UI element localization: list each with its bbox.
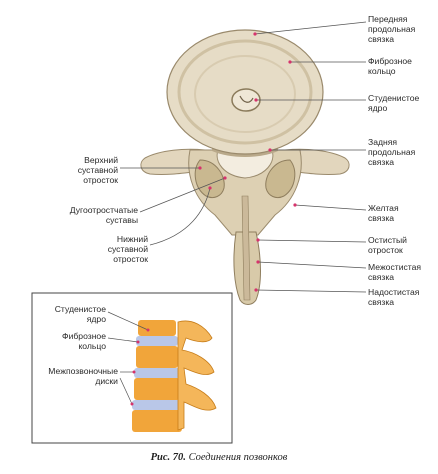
vertebral-canal — [216, 149, 274, 179]
label-supraspinous-ligament: Надостистая связка — [368, 287, 420, 307]
label-superior-process: Верхний суставной отросток — [77, 155, 118, 185]
annulus-ring — [177, 39, 313, 145]
marker-dots — [198, 32, 297, 292]
label-posterior-ligament: Задняя продольная связка — [368, 137, 416, 167]
left-articular-process — [194, 159, 225, 199]
annulus-ring-inner — [194, 55, 296, 133]
inset-vertebra-top — [138, 320, 176, 336]
inset-panel — [31, 292, 233, 444]
inset-label-annulus: Фиброзное кольцо — [62, 331, 106, 351]
vertebra-illustration — [140, 29, 350, 305]
nucleus-detail — [239, 95, 254, 103]
label-interspinous-ligament: Межостистая связка — [368, 262, 422, 282]
inset-vertebra-low — [134, 378, 180, 400]
ligament-strip — [241, 195, 251, 301]
label-inferior-process: Нижний суставной отросток — [107, 234, 148, 264]
main-leader-lines — [120, 21, 367, 293]
caption-title: Соединения позвонков — [188, 452, 288, 463]
label-facet-joints: Дугоотростчатые суставы — [69, 205, 138, 225]
label-yellow-ligament: Желтая связка — [368, 203, 399, 223]
inset-vertebra-mid — [136, 346, 178, 368]
inset-vertebra-base — [132, 410, 182, 432]
label-nucleus: Студенистое ядро — [368, 93, 420, 113]
inset-processes — [177, 320, 217, 431]
inset-disc-low — [132, 400, 182, 410]
inset-disc-top — [136, 336, 178, 346]
label-anterior-ligament: Передняя продольная связка — [368, 14, 416, 44]
label-annulus: Фиброзное кольцо — [368, 56, 412, 76]
label-spinous-process: Остистый отросток — [368, 235, 407, 255]
figure-caption: Рис. 70. Соединения позвонков — [0, 452, 438, 463]
posterior-ligament-band — [212, 146, 278, 157]
inset-label-discs: Межпозвоночные диски — [48, 366, 118, 386]
inset-label-nucleus: Студенистое ядро — [54, 304, 106, 324]
caption-number: Рис. 70. — [150, 452, 186, 463]
right-articular-process — [265, 159, 296, 199]
inset-disc-mid — [134, 368, 180, 378]
